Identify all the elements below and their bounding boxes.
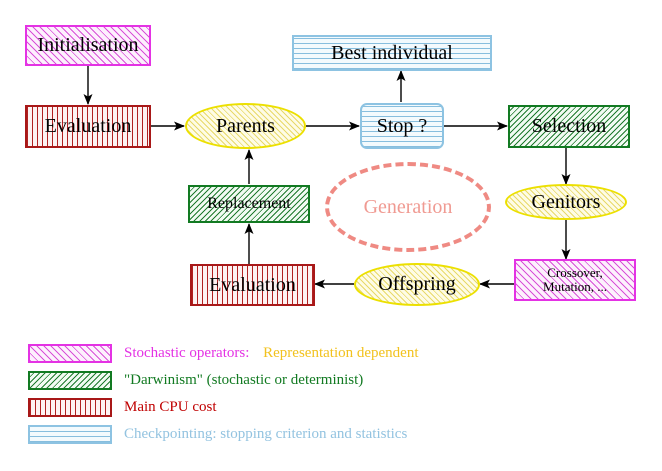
legend-row-stochastic: Stochastic operators: Representation dep… xyxy=(0,340,662,366)
node-selection-label: Selection xyxy=(531,115,607,137)
node-best-individual[interactable]: Best individual xyxy=(292,35,492,71)
node-offspring-label: Offspring xyxy=(378,273,456,295)
legend-swatch-green-hatch xyxy=(28,370,112,390)
legend-label-darwinism: "Darwinism" (stochastic or determinist) xyxy=(124,371,364,388)
node-evaluation-top[interactable]: Evaluation xyxy=(25,105,151,148)
legend-row-checkpointing: Checkpointing: stopping criterion and st… xyxy=(0,421,662,447)
legend-swatch-blue-horizontal xyxy=(28,424,112,444)
node-replacement-label: Replacement xyxy=(207,194,291,212)
node-selection[interactable]: Selection xyxy=(508,105,630,148)
node-genitors-label: Genitors xyxy=(531,190,601,213)
node-replacement[interactable]: Replacement xyxy=(188,185,310,223)
legend-row-cpu-cost: Main CPU cost xyxy=(0,394,662,420)
legend-swatch-red-vertical xyxy=(28,397,112,417)
generation-label: Generation xyxy=(363,195,453,218)
node-operators[interactable]: Crossover, Mutation, ... xyxy=(514,259,636,301)
node-stop[interactable]: Stop ? xyxy=(360,103,444,149)
node-evaluation-bottom-label: Evaluation xyxy=(209,273,296,296)
node-parents-label: Parents xyxy=(216,114,275,137)
generation-loop-annotation: Generation xyxy=(325,162,491,252)
node-genitors[interactable]: Genitors xyxy=(505,184,627,220)
node-operators-label-line1: Crossover, xyxy=(547,265,603,281)
legend-label-stochastic: Stochastic operators: xyxy=(124,344,250,361)
node-stop-label: Stop ? xyxy=(376,114,428,137)
legend-label-checkpointing: Checkpointing: stopping criterion and st… xyxy=(124,425,408,442)
node-best-individual-label: Best individual xyxy=(331,41,453,64)
legend-label-representation: Representation dependent xyxy=(263,344,419,361)
node-operators-label-line2: Mutation, ... xyxy=(543,279,607,294)
legend-label-cpu-cost: Main CPU cost xyxy=(124,398,217,415)
legend-row-darwinism: "Darwinism" (stochastic or determinist) xyxy=(0,367,662,393)
node-initialisation-label: Initialisation xyxy=(37,34,139,56)
node-evaluation-bottom[interactable]: Evaluation xyxy=(190,264,315,306)
node-parents[interactable]: Parents xyxy=(185,103,306,149)
node-offspring[interactable]: Offspring xyxy=(354,263,480,306)
legend-swatch-magenta-hatch xyxy=(28,343,112,363)
node-evaluation-top-label: Evaluation xyxy=(44,115,132,137)
node-initialisation[interactable]: Initialisation xyxy=(25,25,151,66)
legend-text-stochastic: Stochastic operators: Representation dep… xyxy=(124,345,419,362)
